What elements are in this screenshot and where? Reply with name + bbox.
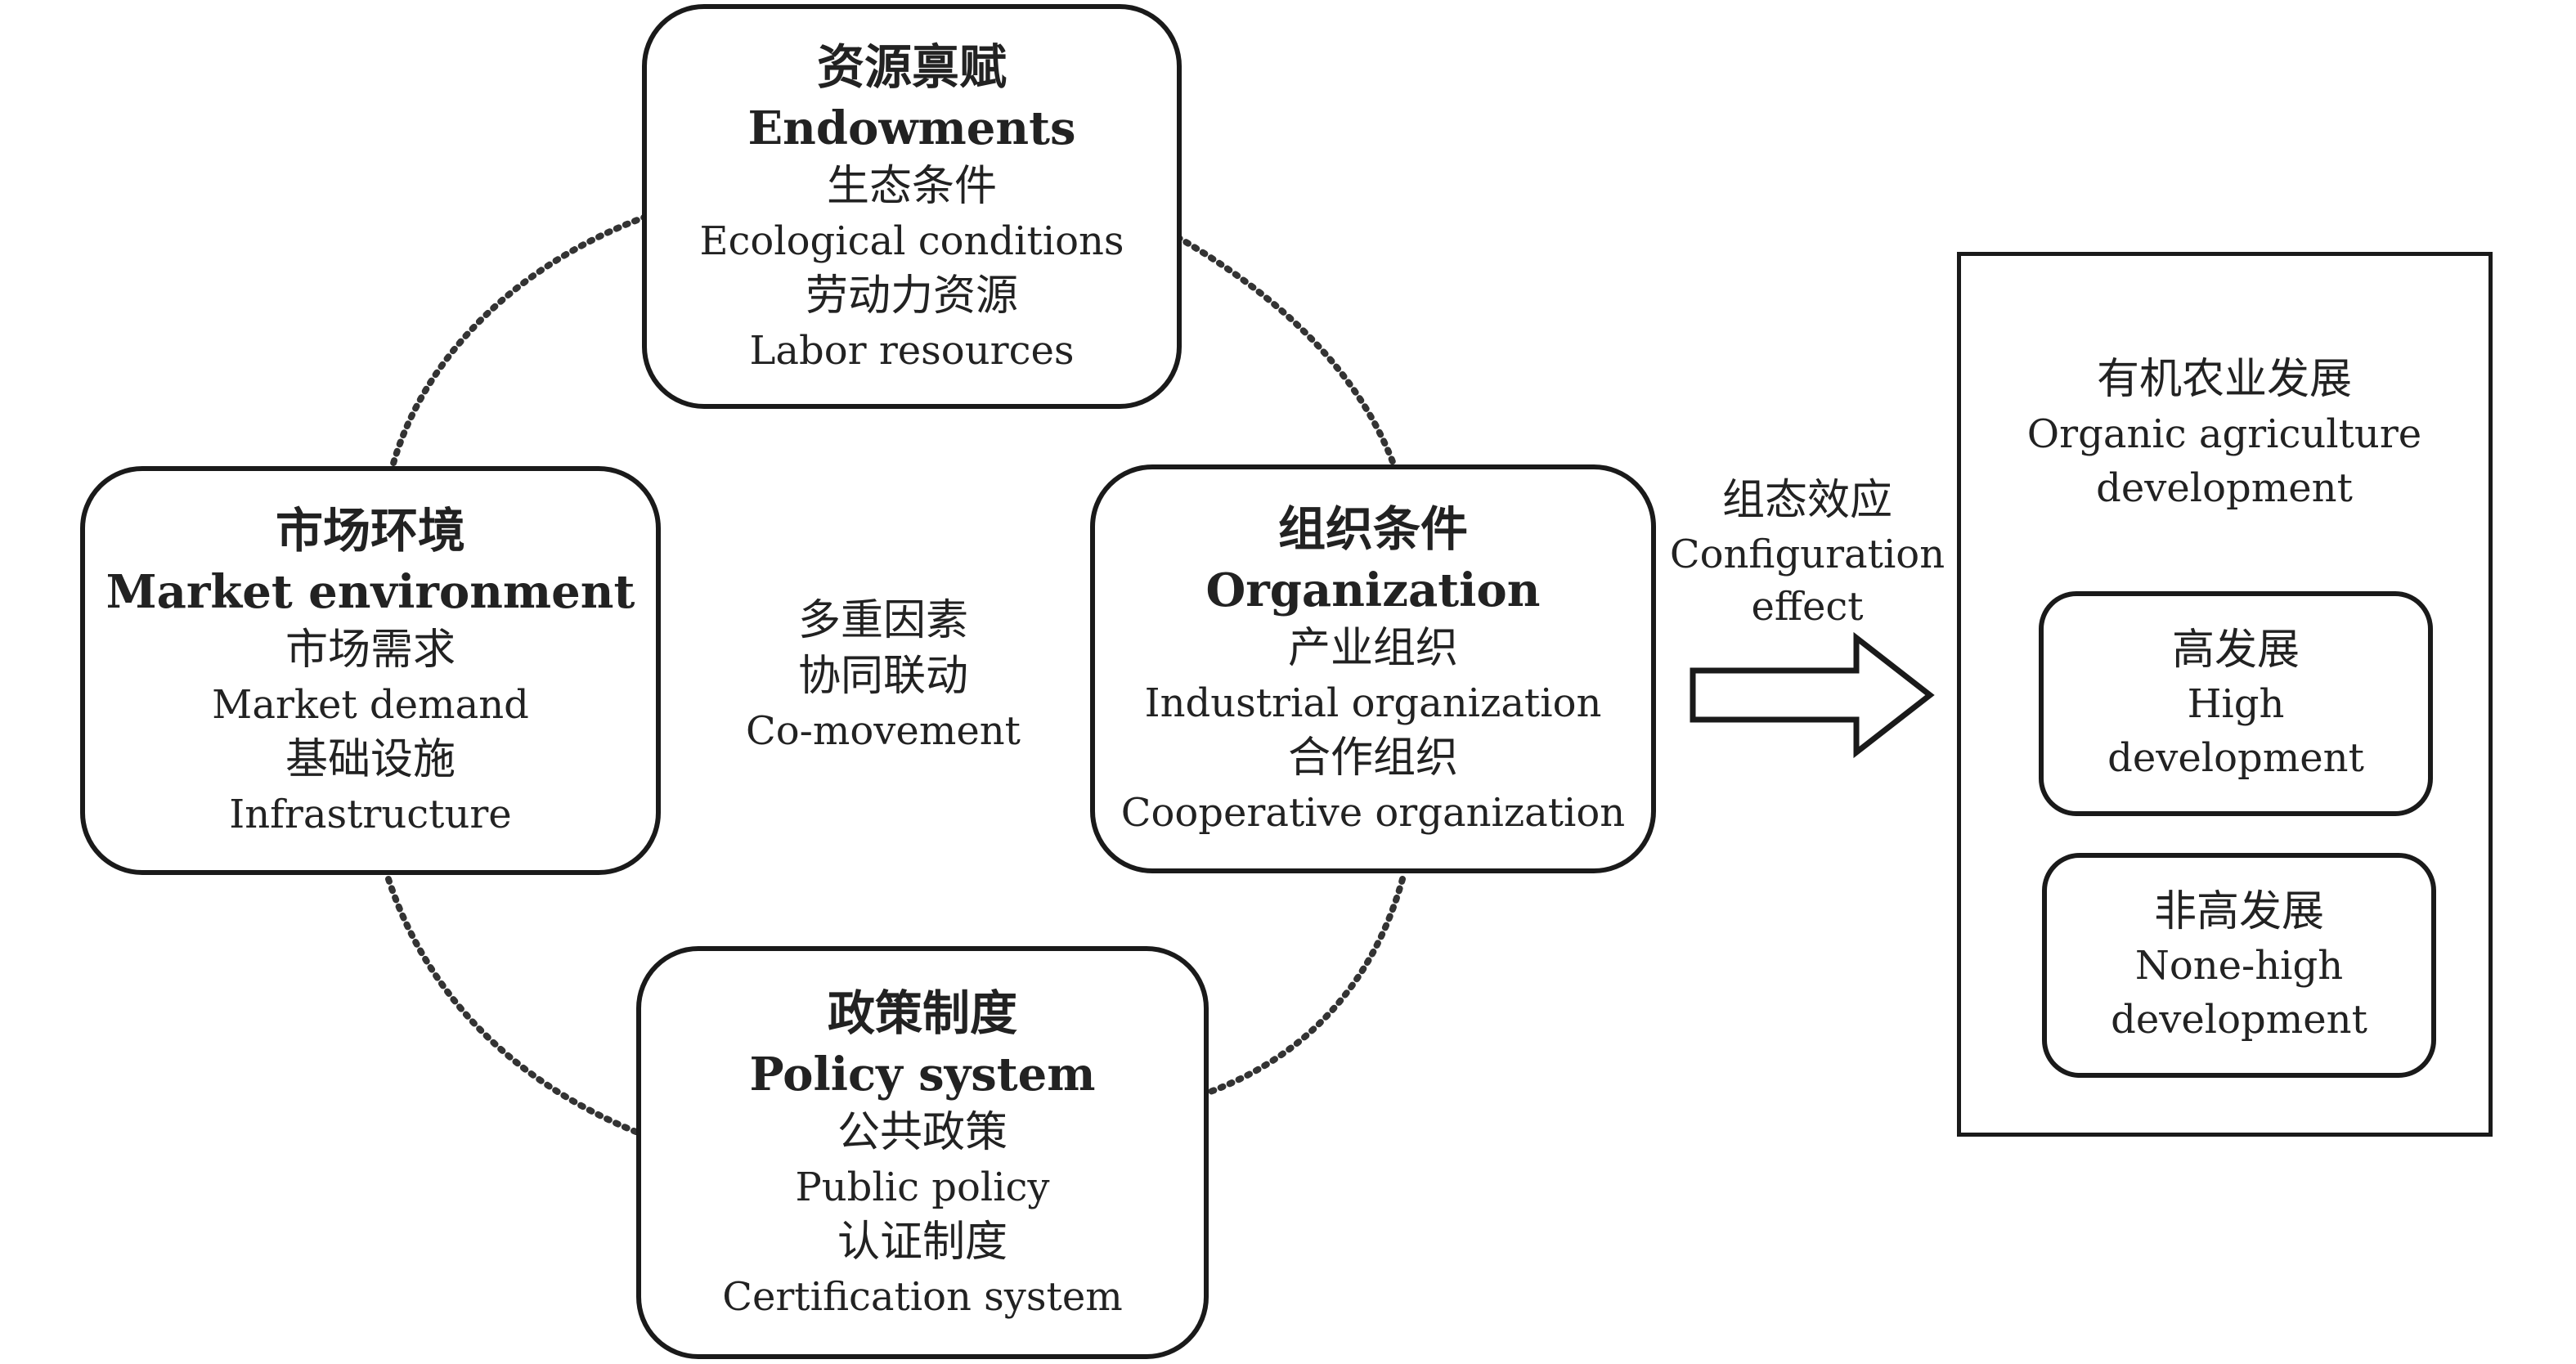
effect-zh: 组态效应 — [1721, 476, 1892, 525]
organization-en-title: Organization — [1205, 563, 1541, 617]
organization-zh-title: 组织条件 — [1277, 501, 1468, 557]
effect-en-line1: Configuration — [1669, 532, 1945, 577]
market-zh-title: 市场环境 — [275, 503, 465, 559]
connector-organization-policy — [1207, 876, 1406, 1095]
market-item-en: Infrastructure — [229, 792, 512, 837]
endowments-box: 资源禀赋 Endowments 生态条件 Ecological conditio… — [642, 4, 1182, 409]
connector-endowments-organization — [1174, 234, 1398, 469]
organization-item-en: Industrial organization — [1144, 680, 1602, 726]
policy-item-en: Certification system — [722, 1273, 1123, 1320]
co-movement-label: 多重因素 协同联动 Co-movement — [720, 593, 1047, 758]
configuration-effect-label: 组态效应 Configuration effect — [1652, 473, 1963, 633]
endowments-item-en: Ecological conditions — [699, 218, 1124, 264]
policy-item-en: Public policy — [795, 1164, 1050, 1210]
co-movement-zh-line1: 多重因素 — [797, 596, 968, 645]
high-en-line2: development — [2107, 734, 2364, 781]
co-movement-en: Co-movement — [746, 708, 1021, 754]
policy-system-box: 政策制度 Policy system 公共政策 Public policy 认证… — [636, 946, 1209, 1359]
connector-market-policy — [385, 876, 641, 1136]
high-en-line1: High — [2187, 680, 2285, 727]
outcome-title: 有机农业发展 Organic agriculture development — [1963, 352, 2486, 515]
organization-item-zh: 合作组织 — [1287, 734, 1458, 783]
high-zh: 高发展 — [2171, 625, 2300, 675]
right-arrow-icon — [1690, 631, 1935, 759]
nonhigh-zh: 非高发展 — [2153, 886, 2324, 936]
policy-item-zh: 认证制度 — [837, 1217, 1008, 1267]
outcome-en-line1: Organic agriculture — [2026, 411, 2422, 457]
policy-item-zh: 公共政策 — [837, 1107, 1008, 1157]
policy-zh-title: 政策制度 — [827, 985, 1017, 1041]
none-high-development-box: 非高发展 None-high development — [2042, 853, 2436, 1078]
high-development-box: 高发展 High development — [2039, 591, 2433, 816]
organization-item-zh: 产业组织 — [1287, 624, 1458, 673]
nonhigh-en-line1: None-high — [2134, 942, 2344, 989]
market-environment-box: 市场环境 Market environment 市场需求 Market dema… — [80, 466, 661, 875]
outcome-en-line2: development — [2096, 465, 2353, 511]
effect-en-line2: effect — [1751, 584, 1864, 630]
endowments-zh-title: 资源禀赋 — [816, 38, 1007, 95]
endowments-item-zh: 生态条件 — [826, 161, 997, 211]
market-item-zh: 基础设施 — [285, 735, 456, 784]
organization-item-en: Cooperative organization — [1120, 790, 1626, 836]
endowments-item-zh: 劳动力资源 — [805, 271, 1018, 321]
co-movement-zh-line2: 协同联动 — [797, 652, 968, 701]
market-item-en: Market demand — [212, 682, 529, 728]
connector-endowments-market — [389, 213, 649, 469]
market-en-title: Market environment — [105, 565, 635, 619]
market-item-zh: 市场需求 — [285, 626, 456, 675]
policy-en-title: Policy system — [749, 1047, 1096, 1102]
endowments-en-title: Endowments — [747, 101, 1076, 155]
organization-box: 组织条件 Organization 产业组织 Industrial organi… — [1090, 464, 1656, 873]
endowments-item-en: Labor resources — [749, 327, 1075, 374]
outcome-zh-title: 有机农业发展 — [2096, 355, 2352, 404]
nonhigh-en-line2: development — [2111, 996, 2367, 1043]
